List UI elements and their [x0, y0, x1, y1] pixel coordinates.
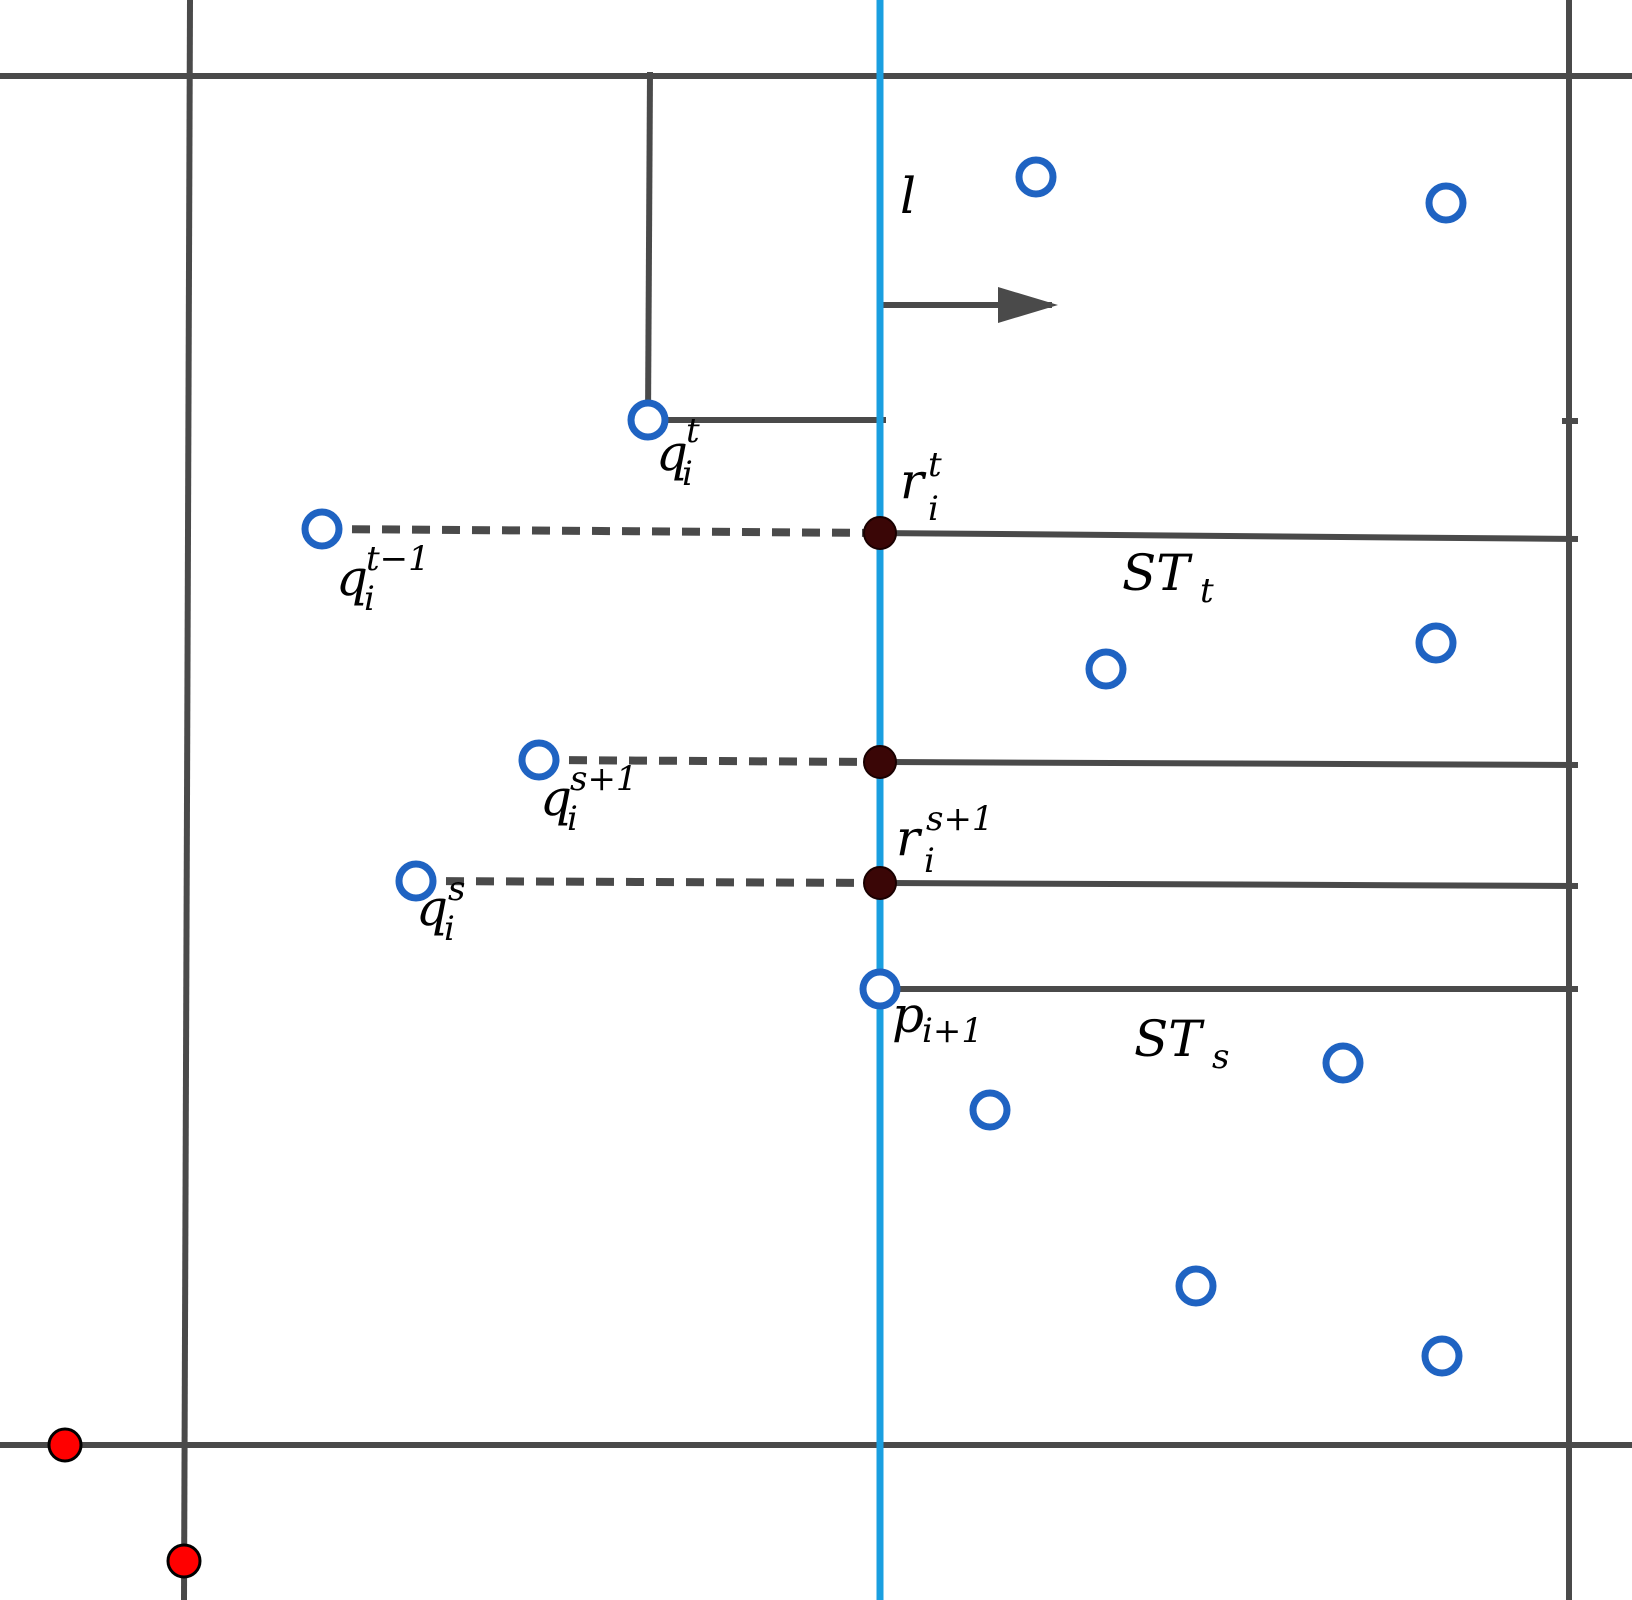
label-r-t: r t i	[900, 445, 947, 529]
point-mid-2	[1415, 622, 1457, 664]
label-st-t: ST t	[1122, 544, 1214, 611]
point-mid-1	[1085, 648, 1127, 690]
label-st-s: ST s	[1134, 1010, 1229, 1077]
point-lower-4	[1421, 1335, 1463, 1377]
red-point-left	[47, 1427, 83, 1463]
label-p-i-plus-1: p i+1	[892, 986, 983, 1051]
label-q-t: q t i	[656, 411, 705, 494]
red-point-bottom	[166, 1543, 202, 1579]
intersection-point-r-s-plus-1	[863, 866, 897, 900]
intersection-point-s-plus-1	[863, 745, 897, 779]
point-lower-3	[1175, 1265, 1217, 1307]
label-sweep-line: l	[900, 167, 916, 225]
point-q-s-plus-1	[518, 739, 560, 781]
st-t-segment	[879, 530, 1579, 542]
bracket-vertical-edge	[645, 71, 653, 421]
label-q-s-plus-1: q s+1 i	[540, 759, 643, 839]
point-q-t-minus-1	[301, 508, 343, 550]
label-q-s: q s i	[416, 869, 471, 949]
dashed-segment-s-plus-1	[538, 756, 881, 766]
segment-s-plus-1	[879, 759, 1579, 768]
point-lower-2	[969, 1089, 1011, 1131]
point-q-s	[395, 860, 437, 902]
point-q-t	[627, 399, 669, 441]
dashed-segment-t-minus-1	[321, 525, 881, 537]
point-lower-1	[1322, 1042, 1364, 1084]
point-upper-2	[1425, 182, 1467, 224]
label-r-s-plus-1: r s+1 i	[896, 799, 999, 881]
point-upper-1	[1015, 156, 1057, 198]
segment-s	[879, 880, 1579, 889]
point-p-i-plus-1	[859, 968, 901, 1010]
dashed-segment-s	[415, 877, 881, 887]
intersection-point-r-t	[863, 516, 897, 550]
label-q-t-minus-1: q t−1 i	[336, 539, 435, 619]
left-boundary-line	[181, 0, 193, 1600]
